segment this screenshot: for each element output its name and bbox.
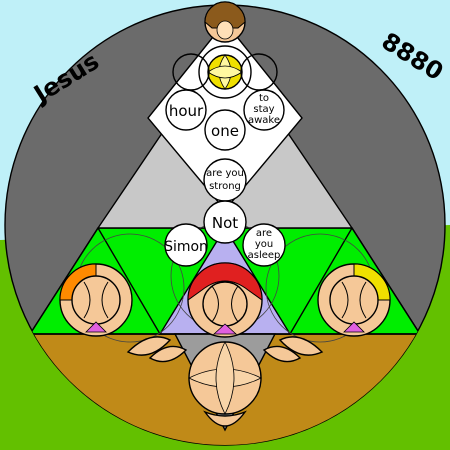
word-stay: stay: [253, 104, 274, 115]
word-circle-to-stay-awake: to stay awake: [243, 89, 285, 131]
yellow-flower-icon: [172, 45, 278, 99]
word-circle-are-you-strong: are you strong: [203, 158, 247, 202]
word-circle-simon: Simon: [164, 223, 208, 267]
word-simon: Simon: [164, 239, 208, 255]
band-line-inner-right: [289, 227, 353, 335]
word-awake: awake: [248, 115, 280, 126]
word-asleep: asleep: [248, 250, 281, 261]
face-bottom-icon: [126, 336, 324, 427]
word-one: one: [211, 122, 239, 140]
band-line-right: [351, 227, 421, 335]
word-hour: hour: [169, 102, 204, 120]
word-to: to: [259, 93, 269, 104]
word-are: are: [256, 228, 272, 239]
word-circle-not: Not: [203, 200, 247, 244]
face-left-icon: [59, 263, 133, 337]
face-center-icon: [187, 262, 263, 338]
band-line-left: [29, 227, 99, 335]
word-circle-hour: hour: [165, 89, 207, 131]
word-you: you: [255, 239, 273, 250]
word-circle-are-you-asleep: are you asleep: [242, 223, 286, 267]
band-line-inner-left: [97, 227, 161, 335]
word-circle-one: one: [204, 109, 246, 151]
word-not: Not: [212, 214, 238, 232]
face-right-icon: [317, 263, 391, 337]
word-are-you: are you: [206, 168, 244, 179]
word-strong: strong: [209, 181, 241, 192]
face-top-icon: [204, 1, 246, 43]
